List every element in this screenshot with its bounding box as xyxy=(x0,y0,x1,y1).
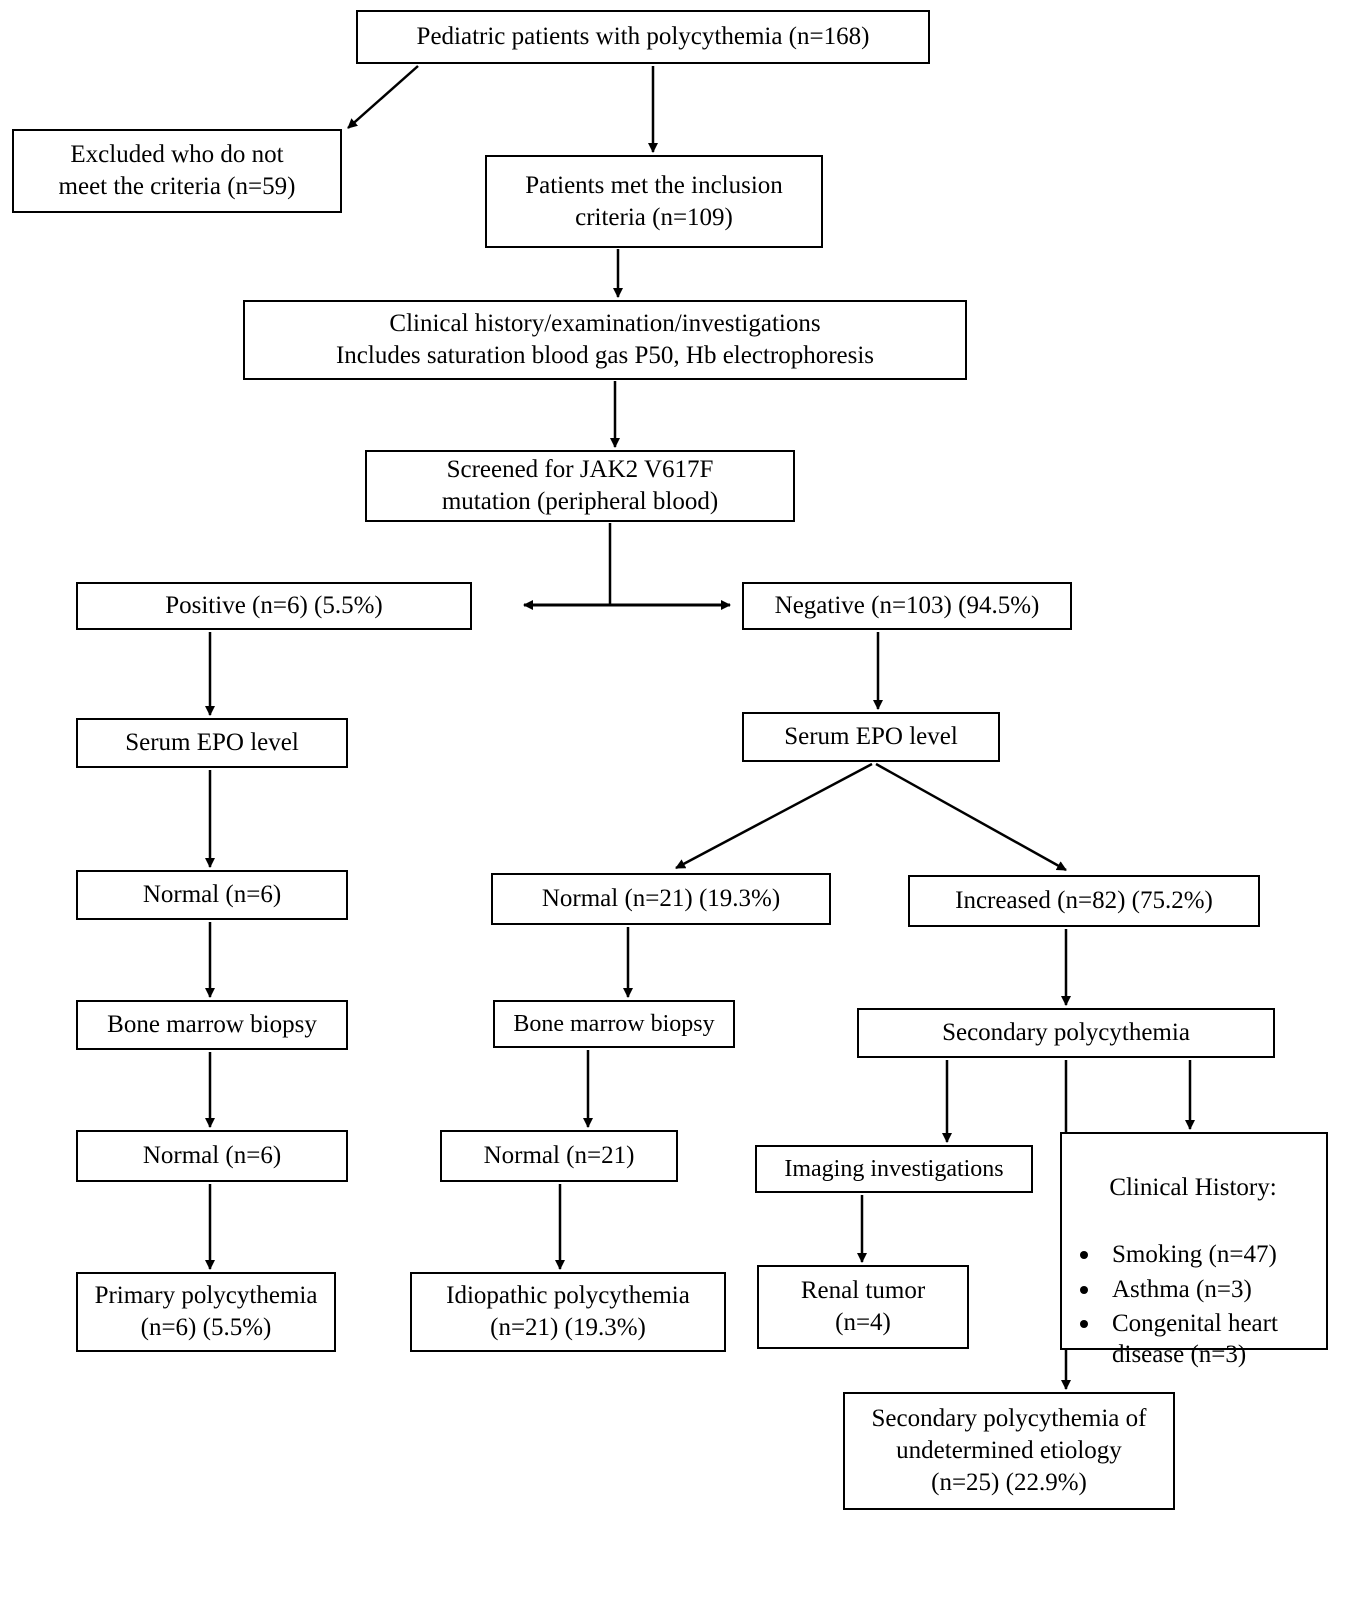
clinical-history-items: Smoking (n=47)Asthma (n=3)Congenital hea… xyxy=(1068,1238,1318,1370)
node-cohort: Pediatric patients with polycythemia (n=… xyxy=(356,10,930,64)
node-secondary-undetermined-etiology: Secondary polycythemia of undetermined e… xyxy=(843,1392,1175,1510)
node-imaging-investigations: Imaging investigations xyxy=(755,1145,1033,1193)
node-epo-normal-n6: Normal (n=6) xyxy=(76,870,348,920)
node-jak2-negative: Negative (n=103) (94.5%) xyxy=(742,582,1072,630)
node-epo-increased-n82: Increased (n=82) (75.2%) xyxy=(908,875,1260,927)
node-jak2-screening: Screened for JAK2 V617F mutation (periph… xyxy=(365,450,795,522)
clinical-history-item: Smoking (n=47) xyxy=(1102,1238,1318,1271)
node-excluded: Excluded who do not meet the criteria (n… xyxy=(12,129,342,213)
node-bmb-normal-n6: Normal (n=6) xyxy=(76,1130,348,1182)
node-bone-marrow-biopsy-middle: Bone marrow biopsy xyxy=(493,1000,735,1048)
node-clinical-workup: Clinical history/examination/investigati… xyxy=(243,300,967,380)
node-bone-marrow-biopsy-left: Bone marrow biopsy xyxy=(76,1000,348,1050)
node-renal-tumor: Renal tumor (n=4) xyxy=(757,1265,969,1349)
node-clinical-history-list: Clinical History: Smoking (n=47)Asthma (… xyxy=(1060,1132,1328,1368)
node-serum-epo-left: Serum EPO level xyxy=(76,718,348,768)
clinical-history-item: Congenital heart disease (n=3) xyxy=(1102,1307,1318,1370)
node-primary-polycythemia: Primary polycythemia (n=6) (5.5%) xyxy=(76,1272,336,1352)
node-jak2-positive: Positive (n=6) (5.5%) xyxy=(76,582,472,630)
node-included: Patients met the inclusion criteria (n=1… xyxy=(485,155,823,248)
edge-epo-right-to-increased xyxy=(875,762,1067,872)
edge-epo-right-to-normal21 xyxy=(675,762,873,870)
node-serum-epo-right: Serum EPO level xyxy=(742,712,1000,762)
clinical-history-item: Asthma (n=3) xyxy=(1102,1273,1318,1306)
node-idiopathic-polycythemia: Idiopathic polycythemia (n=21) (19.3%) xyxy=(410,1272,726,1352)
node-epo-normal-n21: Normal (n=21) (19.3%) xyxy=(491,873,831,925)
node-secondary-polycythemia: Secondary polycythemia xyxy=(857,1008,1275,1058)
edge-cohort-to-excluded xyxy=(347,65,419,129)
clinical-history-heading: Clinical History: xyxy=(1109,1174,1277,1201)
node-bmb-normal-n21: Normal (n=21) xyxy=(440,1130,678,1182)
